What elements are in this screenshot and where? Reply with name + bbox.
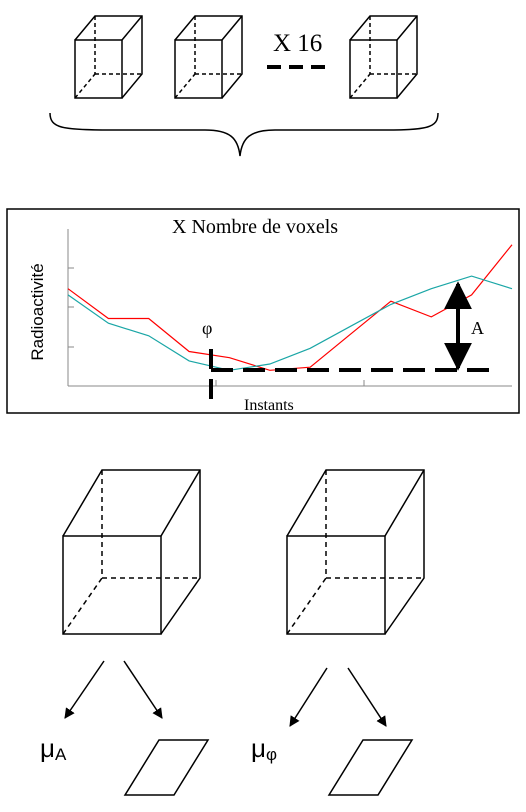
voxel-cube-1 (74, 15, 143, 99)
voxel-cube-large-2 (286, 469, 425, 635)
voxel-cube-large-1 (62, 469, 201, 635)
arrow-cube2-left (289, 667, 328, 727)
phase-label: φ (202, 318, 212, 338)
chart-title: X Nombre de voxels (172, 216, 338, 238)
group-brace (49, 112, 439, 157)
chart-x-ticks (215, 380, 365, 386)
voxel-cube-2 (174, 15, 243, 99)
chart-panel-frame (6, 208, 520, 414)
phase-map-plane (327, 739, 414, 796)
multiplier-label: X 16 (273, 30, 322, 57)
chart-ylabel: Radioactivité (28, 263, 47, 360)
chart-y-ticks (68, 267, 74, 348)
amplitude-label: A (471, 318, 484, 338)
chart-xlabel: Instants (244, 397, 294, 414)
arrow-cube1-left (64, 660, 105, 719)
voxel-cube-3 (349, 15, 418, 99)
series-line-fitted (67, 275, 513, 371)
mu-amplitude-label: μA (40, 733, 67, 764)
arrow-cube2-right (347, 667, 387, 727)
mu-phase-label: μφ (251, 733, 277, 764)
amplitude-map-plane (123, 739, 210, 796)
arrow-cube1-right (123, 660, 163, 719)
